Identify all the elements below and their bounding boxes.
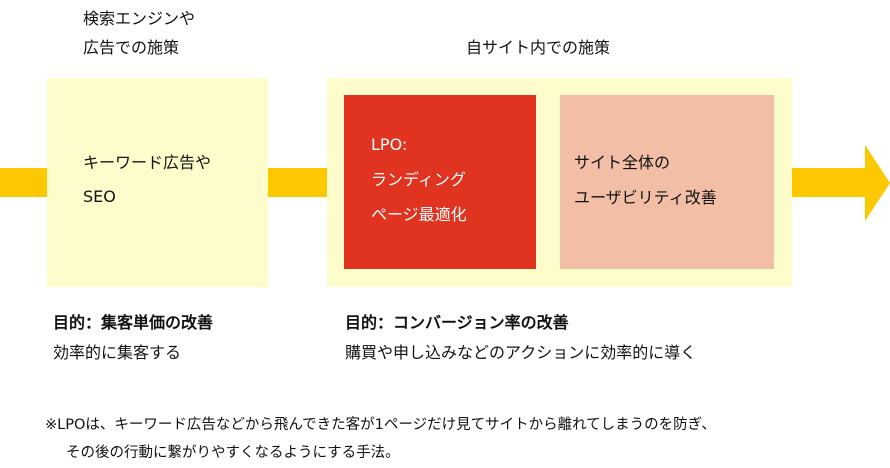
- right-goal-desc: 購買や申し込みなどのアクションに効率的に導く: [345, 343, 697, 362]
- keyword-box-line2: SEO: [83, 187, 116, 206]
- usability-box: サイト全体の ユーザビリティ改善: [560, 95, 774, 269]
- footnote-line1: ※LPOは、キーワード広告などから飛んできた客が1ページだけ見てサイトから離れて…: [45, 417, 716, 433]
- lpo-line3: ページ最適化: [371, 205, 467, 224]
- external-header-line1: 検索エンジンや: [83, 9, 196, 28]
- right-goal-title: 目的：コンバージョン率の改善: [345, 313, 569, 332]
- usability-line2: ユーザビリティ改善: [574, 188, 717, 207]
- lpo-box: LPO: ランディング ページ最適化: [344, 95, 536, 269]
- footnote-line2: その後の行動に繋がりやすくなるようにする手法。: [66, 445, 400, 461]
- left-goal-desc: 効率的に集客する: [53, 343, 182, 362]
- left-goal-title: 目的：集客単価の改善: [53, 313, 214, 332]
- internal-header: 自サイト内での施策: [466, 38, 611, 57]
- external-header-line2: 広告での施策: [83, 38, 180, 57]
- arrow-segment: [792, 168, 866, 197]
- lpo-line2: ランディング: [371, 170, 466, 189]
- keyword-ad-seo-box: キーワード広告や SEO: [47, 78, 268, 287]
- arrow-segment: [0, 168, 47, 197]
- arrow-head-icon: [865, 145, 890, 221]
- keyword-box-line1: キーワード広告や: [83, 153, 212, 172]
- internal-measures-box: LPO: ランディング ページ最適化 サイト全体の ユーザビリティ改善: [327, 78, 792, 287]
- usability-line1: サイト全体の: [574, 153, 671, 172]
- lpo-line1: LPO:: [371, 135, 408, 154]
- arrow-segment: [268, 168, 327, 197]
